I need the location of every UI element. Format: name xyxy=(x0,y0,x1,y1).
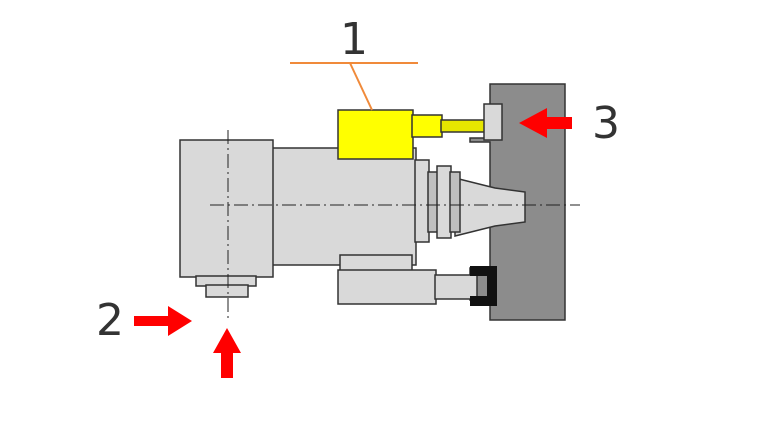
leader-line-1 xyxy=(290,62,418,111)
highlighted-stem xyxy=(411,114,443,138)
arrow-right xyxy=(134,306,192,336)
callout-1: 1 xyxy=(340,14,368,65)
callout-2: 2 xyxy=(96,295,124,346)
tapered-shank xyxy=(454,177,526,237)
lower-pin-base xyxy=(339,254,413,272)
bottom-nose xyxy=(205,284,249,298)
callout-3: 3 xyxy=(592,98,620,149)
lower-pin-housing xyxy=(337,269,437,305)
flange-rings xyxy=(414,159,461,243)
highlighted-block xyxy=(337,109,414,160)
lower-pin-shaft xyxy=(434,274,478,300)
main-body xyxy=(267,147,417,266)
head-block xyxy=(179,139,274,278)
arrow-up xyxy=(213,328,241,378)
highlighted-pin xyxy=(440,119,486,133)
lower-seal-ring xyxy=(470,266,497,306)
arrow-left xyxy=(519,108,572,138)
stop-block xyxy=(483,103,503,141)
